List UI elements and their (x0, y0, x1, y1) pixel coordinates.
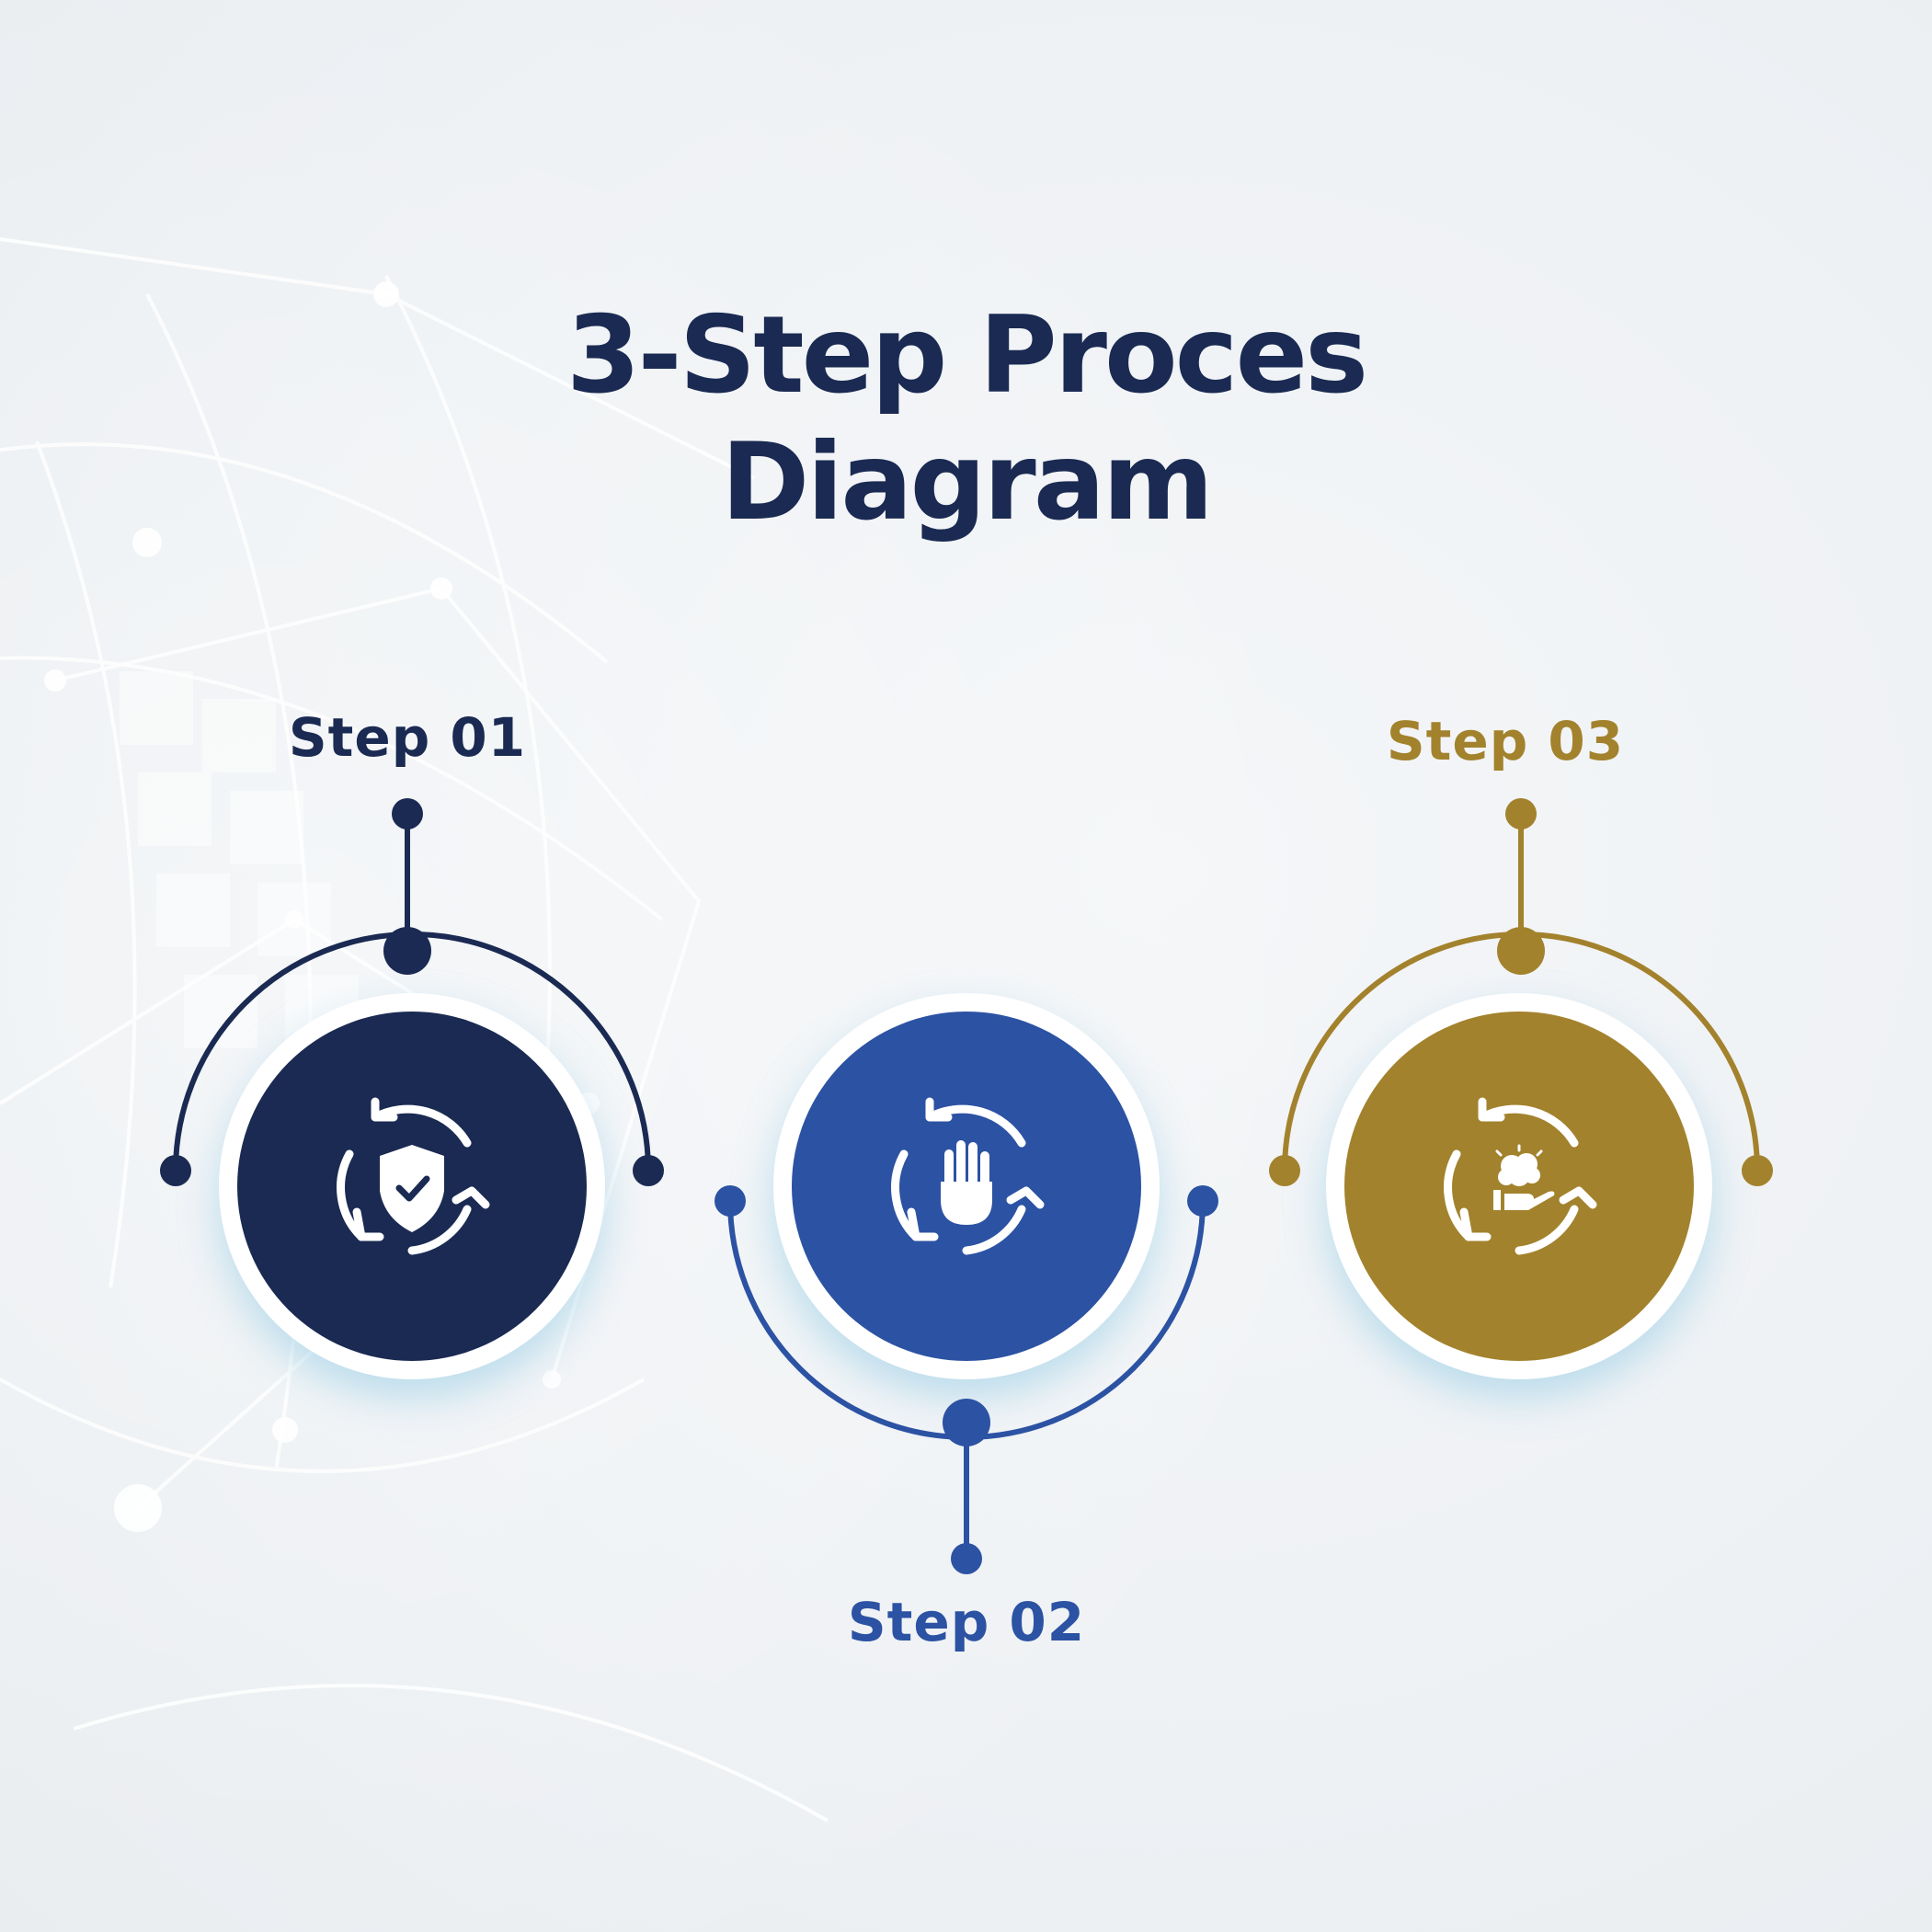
step-03-right-dot (1742, 1155, 1773, 1186)
step-01-node (219, 993, 605, 1379)
step-01-right-dot (633, 1155, 664, 1186)
step-03-node (1326, 993, 1712, 1379)
step-02-label: Step 02 (847, 1591, 1086, 1653)
step-03-top-dot (1505, 798, 1537, 829)
step-01-junction-dot (383, 927, 431, 975)
step-02-left-dot (714, 1185, 746, 1217)
step-03-label: Step 03 (1386, 710, 1625, 772)
step-01-top-dot (392, 798, 423, 829)
step-01-label: Step 01 (288, 706, 527, 769)
step-02-bottom-dot (951, 1543, 982, 1574)
title-line-1: 3-Step Proces (566, 293, 1368, 417)
step-02-junction-dot (943, 1399, 990, 1446)
step-01-left-dot (160, 1155, 191, 1186)
step-02-right-dot (1187, 1185, 1218, 1217)
step-02-node (773, 993, 1160, 1379)
brain-hand-cycle-icon (1444, 1097, 1597, 1255)
title-line-2: Diagram (721, 420, 1214, 544)
step-03-junction-dot (1497, 927, 1545, 975)
hand-cycle-icon (891, 1097, 1045, 1255)
page-title: 3-Step Proces Diagram (0, 292, 1932, 546)
shield-cycle-icon (337, 1097, 490, 1255)
step-03-left-dot (1269, 1155, 1300, 1186)
